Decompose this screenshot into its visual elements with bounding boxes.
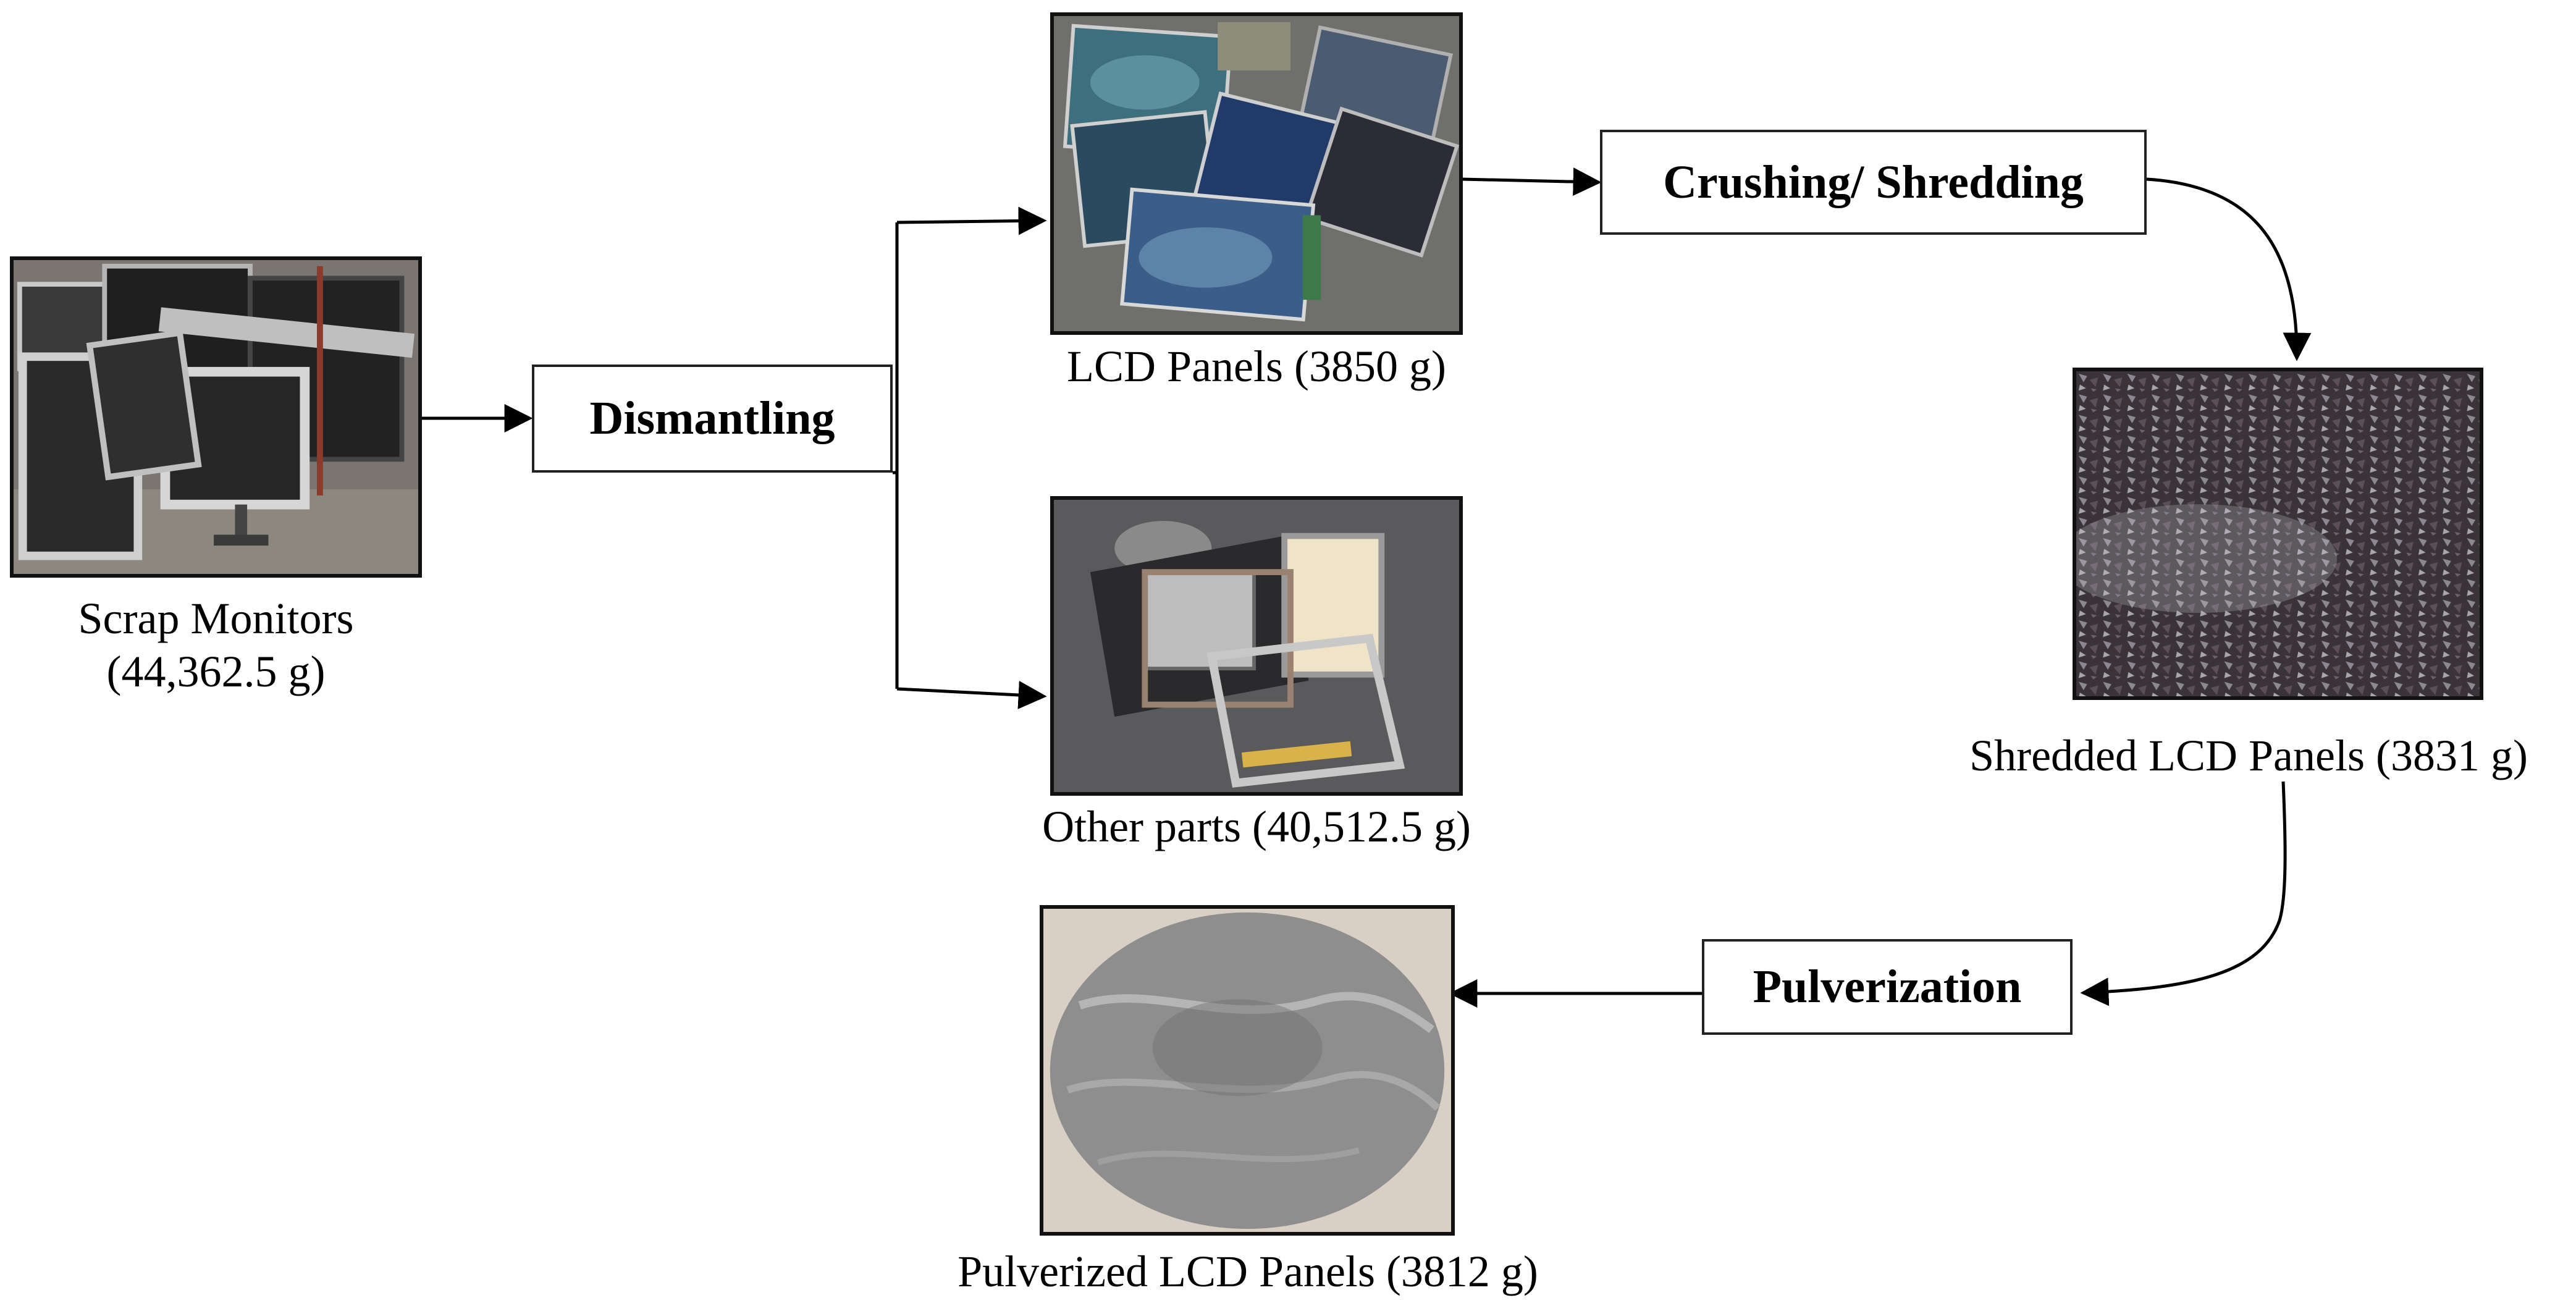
shredded-lcd-photo xyxy=(2073,368,2483,700)
shredded-lcd-caption: Shredded LCD Panels (3831 g) xyxy=(1969,731,2528,780)
branch-line xyxy=(893,222,899,689)
other-parts-photo xyxy=(1050,496,1463,796)
lcd-panels-icon xyxy=(1054,16,1459,331)
lcd-panels-caption: LCD Panels (3850 g) xyxy=(1067,342,1446,391)
arrow-to-other-parts xyxy=(896,680,1047,709)
other-parts-icon xyxy=(1054,500,1459,792)
dismantling-step-box: Dismantling xyxy=(532,365,893,473)
other-parts-caption: Other parts (40,512.5 g) xyxy=(1042,802,1471,851)
lcd-panels-photo xyxy=(1050,12,1463,335)
arrow-lcd-to-crushing xyxy=(1461,167,1602,196)
arrow-to-lcd-panels xyxy=(896,206,1047,235)
scrap-monitors-weight: (44,362.5 g) xyxy=(106,647,326,696)
arrow-crushing-to-shredded xyxy=(2146,177,2312,361)
scrap-monitors-caption: Scrap Monitors (44,362.5 g) xyxy=(10,592,422,698)
scrap-monitors-photo xyxy=(10,256,422,578)
shredded-glass-icon xyxy=(2076,371,2480,696)
pulverized-lcd-photo xyxy=(1040,905,1455,1236)
pulverized-lcd-caption: Pulverized LCD Panels (3812 g) xyxy=(958,1247,1538,1296)
crushing-shredding-step-box: Crushing/ Shredding xyxy=(1600,130,2147,235)
pulverization-step-box: Pulverization xyxy=(1702,939,2073,1035)
monitor-pile-icon xyxy=(14,260,418,574)
powder-dish-icon xyxy=(1043,909,1451,1232)
arrow-shredded-to-pulverization xyxy=(2080,781,2287,1006)
scrap-monitors-label: Scrap Monitors xyxy=(78,594,354,643)
